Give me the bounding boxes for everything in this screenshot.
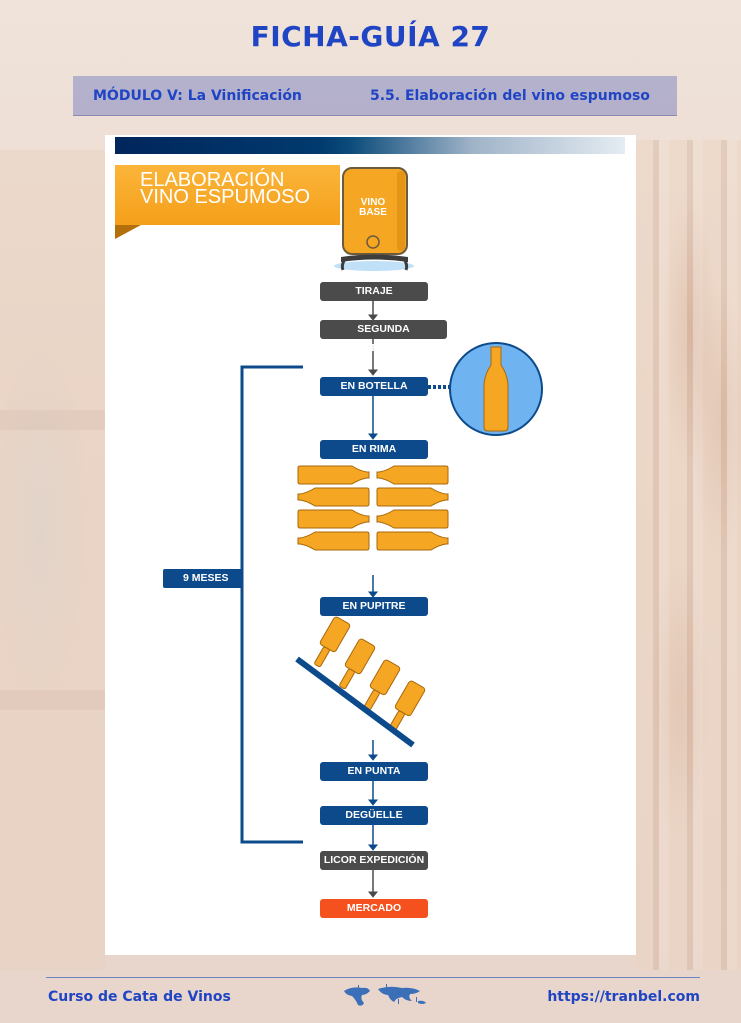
- bottles-in-rima-icon: [297, 465, 449, 551]
- bottles-in-pupitre-icon: [295, 616, 426, 748]
- step-en-botella: EN BOTELLA: [320, 377, 428, 396]
- ribbon-title-line2: VINO ESPUMOSO: [140, 186, 311, 208]
- flow-arrows: [367, 301, 379, 376]
- step-tiraje: TIRAJE: [320, 282, 428, 301]
- duration-bracket: [240, 365, 303, 844]
- step-licor-expedicion: LICOR EXPEDICIÓN: [320, 851, 428, 870]
- background-barrels-right: [635, 140, 741, 970]
- diagram-panel: ELABORACIÓN VINO ESPUMOSO VINO BASE: [105, 135, 636, 955]
- module-label: MÓDULO V: La Vinificación: [93, 88, 302, 104]
- ribbon-title: ELABORACIÓN VINO ESPUMOSO: [140, 169, 311, 208]
- title-ribbon: [115, 165, 340, 225]
- duration-label: 9 MESES: [163, 569, 243, 588]
- bottle-circle-icon: [449, 342, 543, 436]
- world-map-icon: [344, 984, 426, 1006]
- svg-text:BASE: BASE: [359, 207, 387, 218]
- step-en-rima: EN RIMA: [320, 440, 428, 459]
- ribbon-title-line1: ELABORACIÓN: [140, 169, 285, 191]
- footer-divider: [46, 977, 700, 978]
- diagram-graphics: VINO BASE: [240, 167, 543, 898]
- step-segunda-fermentacion: SEGUNDA FERMENTACIÓN: [320, 320, 447, 354]
- step-deguelle: DEGÜELLE: [320, 806, 428, 825]
- step-en-punta: EN PUNTA: [320, 762, 428, 781]
- section-label: 5.5. Elaboración del vino espumoso: [370, 88, 650, 104]
- ribbon-fold: [115, 225, 141, 239]
- step-mercado: MERCADO: [320, 899, 428, 918]
- background-barrels-left: [0, 150, 105, 970]
- panel-header-bar: [115, 137, 625, 154]
- page-title: FICHA-GUÍA 27: [250, 20, 491, 53]
- step-en-pupitre: EN PUPITRE: [320, 597, 428, 616]
- module-bar: MÓDULO V: La Vinificación 5.5. Elaboraci…: [73, 76, 677, 116]
- footer-course-name: Curso de Cata de Vinos: [48, 989, 231, 1005]
- footer-website[interactable]: https://tranbel.com: [547, 989, 700, 1005]
- svg-text:VINO: VINO: [361, 197, 386, 208]
- wine-tank-icon: VINO BASE: [334, 167, 414, 271]
